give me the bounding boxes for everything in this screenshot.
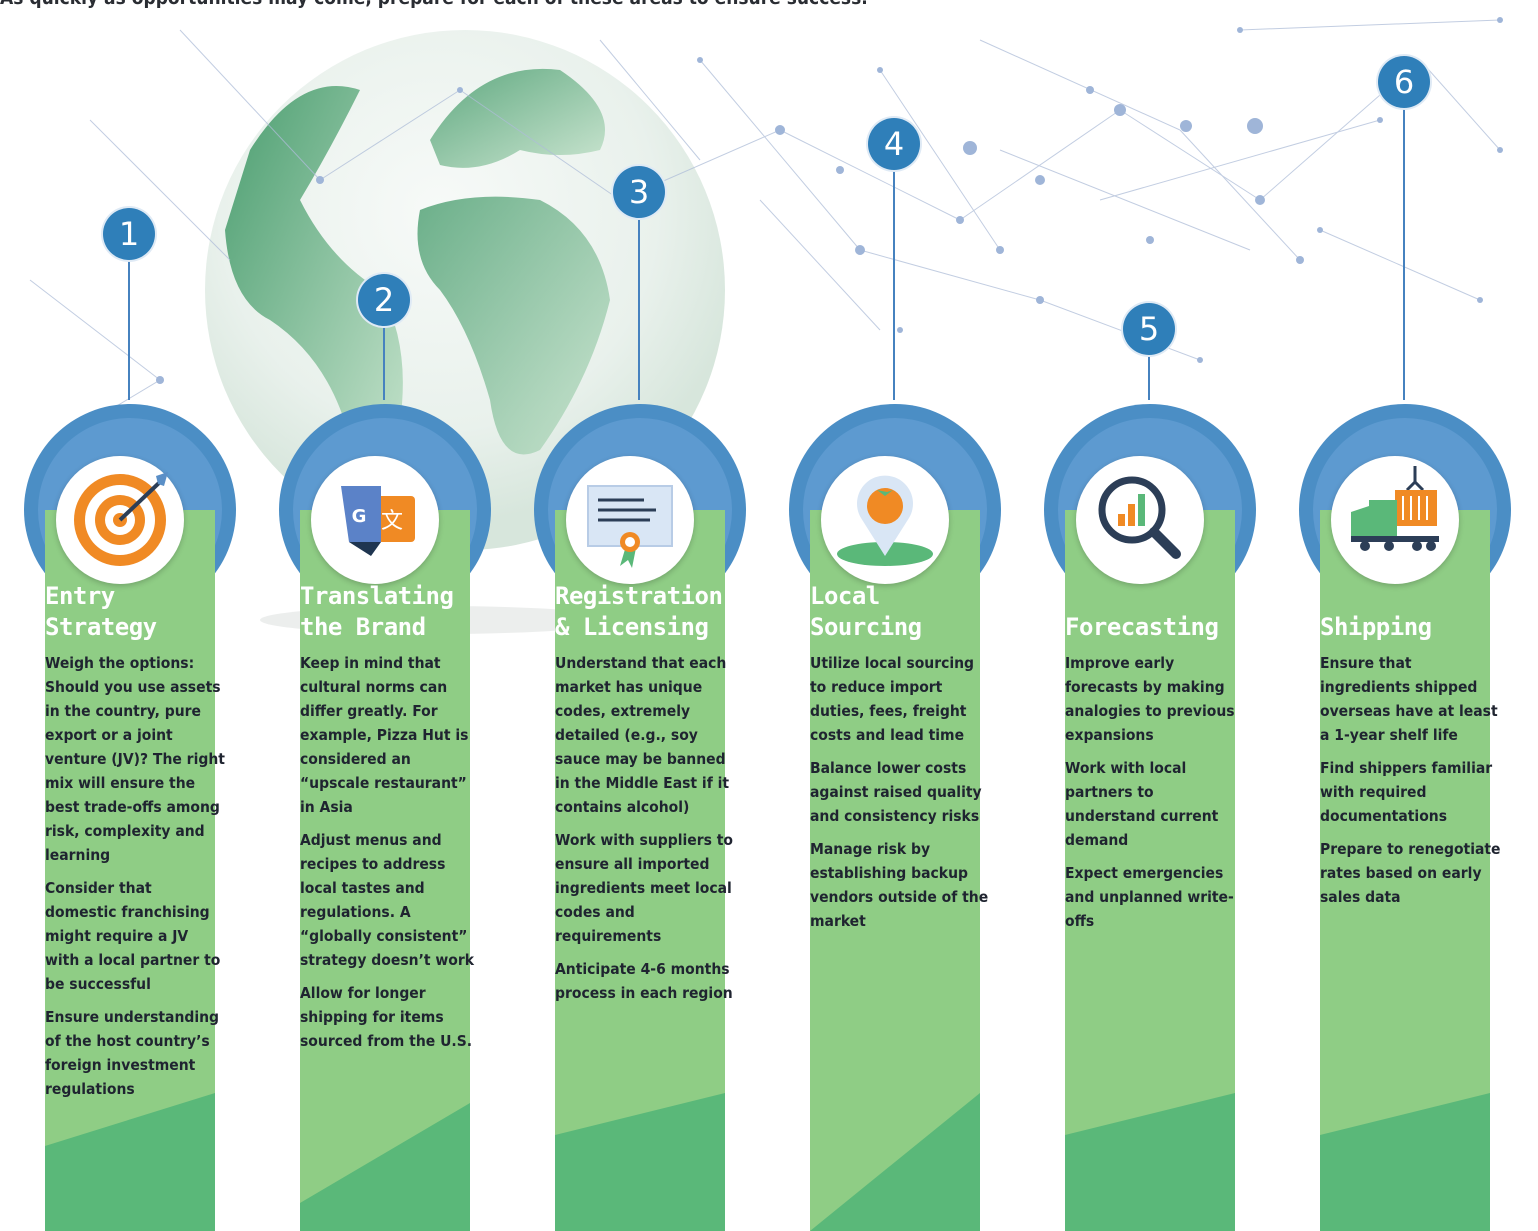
target-icon xyxy=(74,472,168,566)
magnifier-chart-icon xyxy=(1098,476,1181,559)
step-forecasting: 5 Forecasting Improve early forecasts by… xyxy=(1035,0,1265,1231)
continent-americas xyxy=(225,86,403,480)
step-number-badge: 1 xyxy=(103,208,155,260)
icon-circle: 文 G xyxy=(311,456,439,584)
ribbon-banner: 文 G Translating the Brand Keep in mind t… xyxy=(270,393,500,1231)
step-title: Registration & Licensing xyxy=(555,582,723,641)
svg-text:文: 文 xyxy=(381,509,403,534)
step-number-badge: 2 xyxy=(358,274,410,326)
icon-circle xyxy=(1076,456,1204,584)
step-paragraph: Expect emergencies and unplanned write-o… xyxy=(1065,864,1234,930)
step-paragraph: Find shippers familiar with required doc… xyxy=(1320,759,1493,825)
step-paragraph: Allow for longer shipping for items sour… xyxy=(300,984,473,1050)
svg-text:G: G xyxy=(352,506,367,527)
step-number-badge: 6 xyxy=(1378,56,1430,108)
step-title: Translating the Brand xyxy=(300,582,454,641)
step-number-badge: 4 xyxy=(868,118,920,170)
truck-container-icon xyxy=(1351,466,1439,551)
tomato-pin-icon xyxy=(837,475,933,566)
step-paragraph: Consider that domestic franchising might… xyxy=(45,879,221,993)
step-paragraph: Balance lower costs against raised quali… xyxy=(810,759,982,825)
step-shipping: 6 xyxy=(1290,0,1520,1231)
step-paragraph: Understand that each market has unique c… xyxy=(555,654,730,816)
step-paragraph: Ensure understanding of the host country… xyxy=(45,1008,220,1098)
ribbon-banner: Local Sourcing Utilize local sourcing to… xyxy=(780,393,1010,1231)
certificate-icon xyxy=(587,485,673,568)
icon-circle xyxy=(56,456,184,584)
icon-circle xyxy=(1331,456,1459,584)
ribbon-banner: Entry Strategy Weigh the options: Should… xyxy=(15,393,245,1231)
step-translating-brand: 2 文 G Translating the Brand Keep in mind… xyxy=(270,0,500,1231)
step-paragraph: Ensure that ingredients shipped overseas… xyxy=(1320,654,1498,744)
step-title: Forecasting xyxy=(1065,613,1219,641)
ribbon-banner: Registration & Licensing Understand that… xyxy=(525,393,755,1231)
continent-africa xyxy=(417,196,610,455)
step-paragraph: Weigh the options: Should you use assets… xyxy=(45,654,225,864)
step-title: Local Sourcing xyxy=(810,582,922,641)
connector-line xyxy=(1403,100,1405,400)
step-body: Weigh the options: Should you use assets… xyxy=(45,651,227,1110)
step-paragraph: Utilize local sourcing to reduce import … xyxy=(810,654,975,744)
ribbon-banner: Shipping Ensure that ingredients shipped… xyxy=(1290,393,1520,1231)
intro-text: As quickly as opportunities may come, pr… xyxy=(0,0,1100,9)
step-paragraph: Work with local partners to understand c… xyxy=(1065,759,1219,849)
icon-circle xyxy=(566,456,694,584)
connector-line xyxy=(128,260,130,400)
connector-line xyxy=(1148,355,1150,400)
connector-line xyxy=(638,218,640,400)
icon-circle xyxy=(821,456,949,584)
step-entry-strategy: 1 Entry Strategy Weigh the optio xyxy=(15,0,245,1231)
translate-icon: 文 G xyxy=(341,486,415,556)
step-body: Ensure that ingredients shipped overseas… xyxy=(1320,651,1502,918)
step-number-badge: 3 xyxy=(613,166,665,218)
step-paragraph: Manage risk by establishing backup vendo… xyxy=(810,840,989,930)
step-body: Keep in mind that cultural norms can dif… xyxy=(300,651,482,1062)
step-paragraph: Anticipate 4-6 months process in each re… xyxy=(555,960,733,1002)
step-registration-licensing: 3 Registration & Licensing Understand t xyxy=(525,0,755,1231)
step-title: Shipping xyxy=(1320,613,1432,641)
network-nodes xyxy=(57,17,1503,443)
connector-line xyxy=(383,325,385,400)
step-local-sourcing: 4 Local Sourcing Utilize local sourcing … xyxy=(780,0,1010,1231)
step-paragraph: Adjust menus and recipes to address loca… xyxy=(300,831,474,969)
ribbon-banner: Forecasting Improve early forecasts by m… xyxy=(1035,393,1265,1231)
connector-line xyxy=(893,170,895,400)
step-paragraph: Prepare to renegotiate rates based on ea… xyxy=(1320,840,1501,906)
step-number-badge: 5 xyxy=(1123,303,1175,355)
step-title: Entry Strategy xyxy=(45,582,157,641)
step-body: Improve early forecasts by making analog… xyxy=(1065,651,1247,942)
step-body: Utilize local sourcing to reduce import … xyxy=(810,651,992,942)
continent-europe xyxy=(430,68,605,168)
step-paragraph: Improve early forecasts by making analog… xyxy=(1065,654,1235,744)
step-paragraph: Work with suppliers to ensure all import… xyxy=(555,831,734,945)
step-paragraph: Keep in mind that cultural norms can dif… xyxy=(300,654,469,816)
step-body: Understand that each market has unique c… xyxy=(555,651,737,1014)
